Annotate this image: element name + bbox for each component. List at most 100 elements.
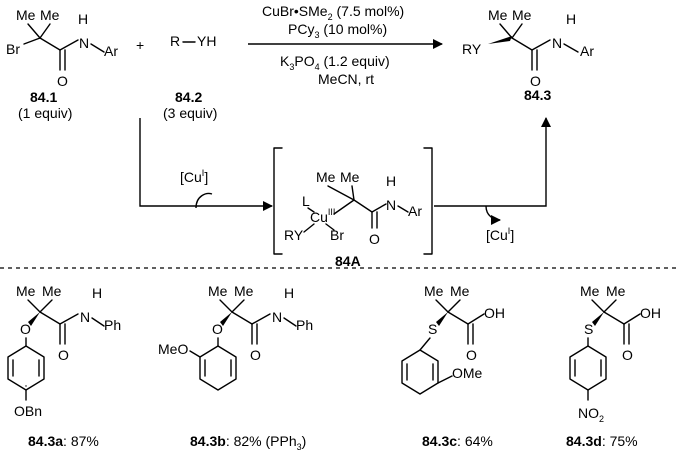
bond [437,375,453,384]
atom-br: Br [330,227,344,243]
atom-br: Br [6,41,20,57]
caption-84-3b: 84.3b: 82% (PPh3) [190,433,306,452]
atom-oh: OH [640,305,661,321]
bond [447,299,461,313]
atom-h: H [92,285,102,301]
atom-s: S [428,321,437,337]
atom-cu: CuIII [310,207,335,225]
bond [23,37,41,45]
atom-o-link: O [212,321,223,337]
start-material-84-1: Br Me Me O H N Ar 84.1 (1 equiv) [6,7,118,121]
atom-h: H [566,11,576,27]
caption-84-3a: 84.3a: 87% [28,433,99,449]
amount-84-1: (1 equiv) [18,105,72,121]
atom-r: R [170,33,180,49]
bond [90,43,105,53]
atom-yh: YH [197,33,216,49]
condition-catalyst: CuBr•SMe2 (7.5 mol%) [262,3,404,22]
condition-solvent: MeCN, rt [318,71,374,87]
arrow-to-intermediate [139,118,273,211]
atom-me-1: Me [488,7,508,23]
bond [371,203,387,213]
atom-o: O [530,73,541,89]
atom-ar: Ar [408,203,422,219]
atom-me-2: Me [450,283,470,299]
bond [353,199,373,213]
caption-84-3c: 84.3c: 64% [422,433,493,449]
bond [603,299,617,313]
atom-ry: RY [462,41,482,57]
compound-id-84-1: 84.1 [30,89,57,105]
wedge-bond [436,312,448,326]
bond [231,299,245,313]
caption-84-3d: 84.3d: 75% [566,433,638,449]
bond [435,299,449,313]
arrow-to-product [434,117,551,207]
compound-id-84-2: 84.2 [175,89,202,105]
bond [59,313,79,325]
bond [563,43,579,53]
bond [327,185,355,201]
bond [591,299,605,313]
condition-ligand: PCy3 (10 mol%) [288,21,387,40]
bond [59,39,79,51]
atom-obn: OBn [14,403,42,419]
atom-n: N [552,35,562,51]
bond [231,311,253,325]
atom-me-1: Me [16,7,36,23]
atom-h: H [386,173,396,189]
bond [251,313,271,325]
bond [511,37,533,51]
bond [39,311,61,325]
bond [531,39,551,51]
bond [499,23,513,39]
atom-me-2: Me [40,7,60,23]
atom-o: O [466,347,477,363]
bond [189,350,201,358]
bond [219,299,233,313]
bond [91,317,105,327]
wedge-bond [592,312,604,326]
atom-h: H [78,11,88,27]
wedge-bond [220,312,232,326]
left-bracket [273,147,283,255]
cu-in-label: [CuI] [180,168,208,185]
bond [467,313,485,325]
atom-n: N [386,197,396,213]
atom-no2: NO2 [578,405,604,424]
bond [39,23,51,39]
atom-n: N [272,309,282,325]
bond [603,311,625,325]
bond [27,299,41,313]
bond [623,313,641,325]
plus-sign: + [136,37,144,53]
example-84-3a: Me Me O O H N Ph OBn 84.3a: 87% [7,283,121,449]
atom-ar: Ar [104,43,118,59]
intermediate-84A: L CuIII RY Br Me Me O H N Ar 84A [273,147,433,269]
bond [27,23,41,39]
atom-oh: OH [484,305,505,321]
bond [39,37,61,51]
atom-me-2: Me [606,283,626,299]
bond [307,207,315,213]
compound-id-84-3: 84.3 [524,87,551,103]
atom-ry: RY [284,227,304,243]
bond [419,337,431,351]
cu-out-curve [485,205,501,225]
atom-me-1: Me [16,283,36,299]
bond [303,223,315,233]
bond [325,223,335,231]
atom-ar: Ar [580,43,594,59]
atom-ph: Ph [104,317,121,333]
compound-id-84A: 84A [335,253,361,269]
wedge-bond [28,312,40,326]
example-84-3d: Me Me S O OH NO2 84.3d: 75% [566,283,661,449]
product-84-3: Me Me RY O H N Ar 84.3 [462,7,594,103]
atom-ome: OMe [452,365,483,381]
atom-me-1: Me [316,169,336,185]
nucleophile-84-2: R YH 84.2 (3 equiv) [163,33,217,121]
atom-me-2: Me [234,283,254,299]
wedge-bond [488,36,512,44]
